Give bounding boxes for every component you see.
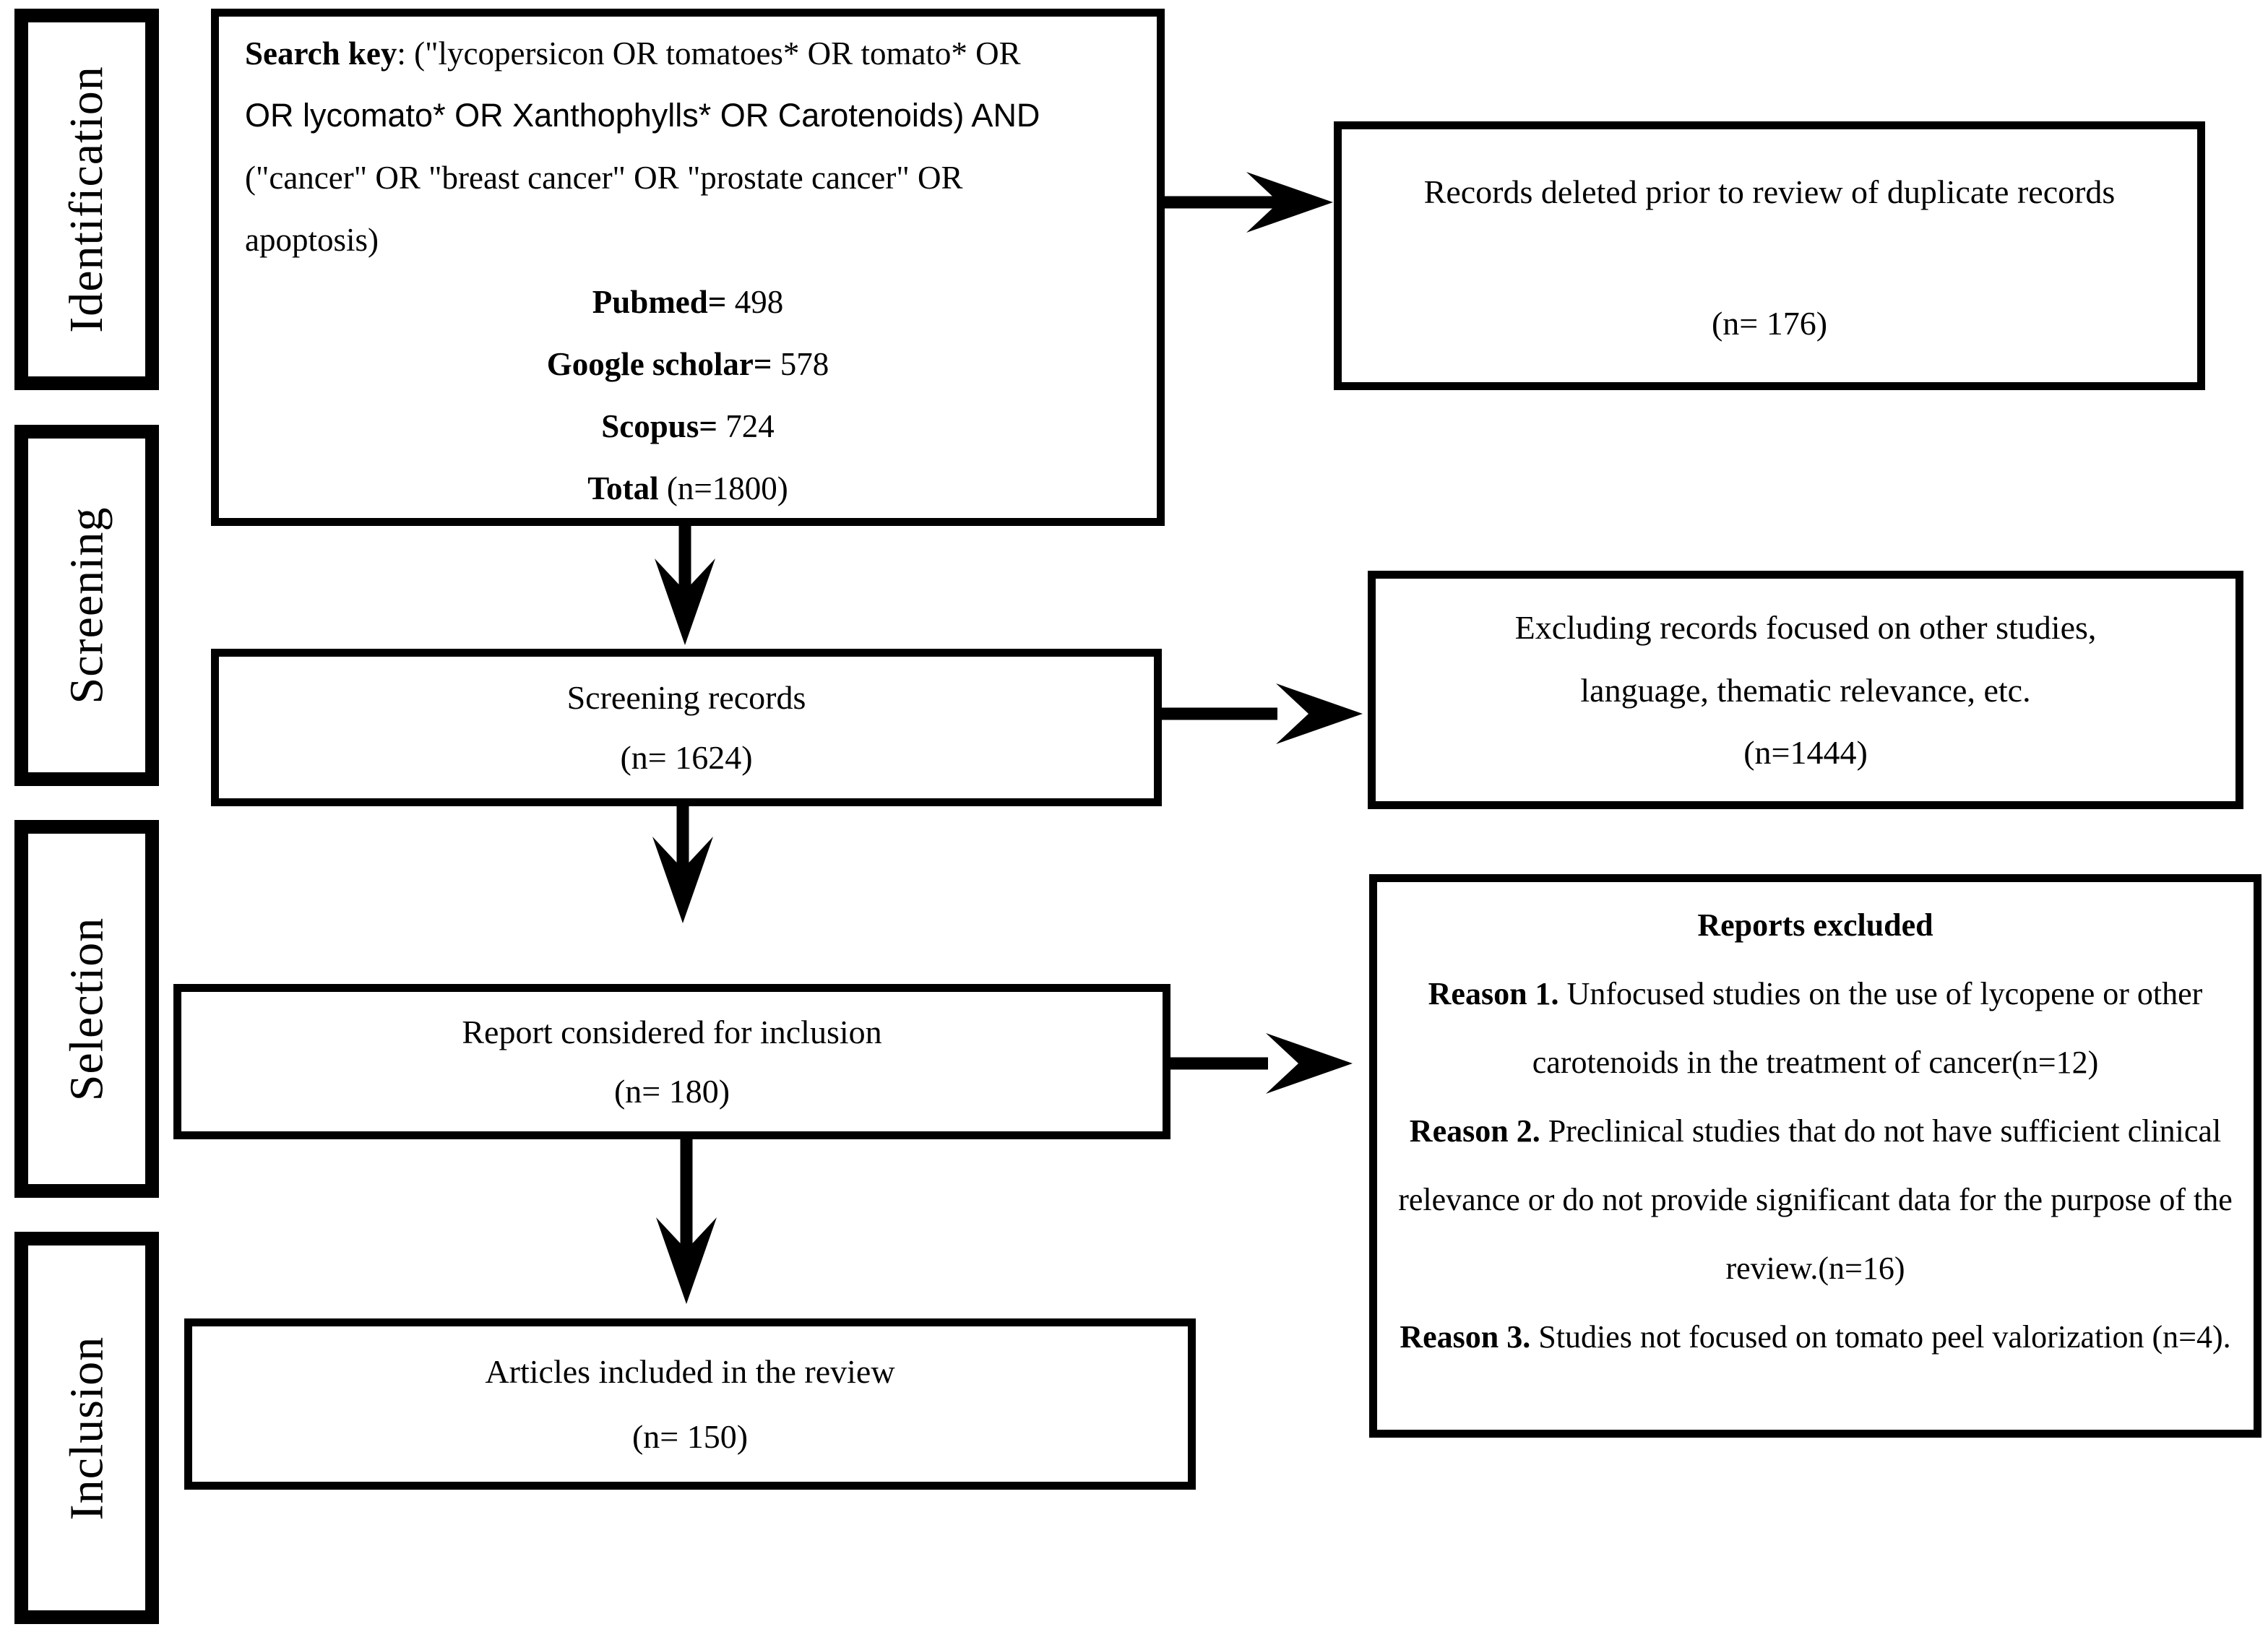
excluded-records-count: (n=1444) xyxy=(1743,733,1868,771)
records-deleted-count: (n= 176) xyxy=(1711,305,1828,342)
arrow-search-to-screening xyxy=(655,524,715,645)
stage-box-identification: Identification xyxy=(14,9,159,390)
articles-included-box: Articles included in the review (n= 150) xyxy=(184,1318,1196,1490)
source-line-google-scholar: Google scholar= 578 xyxy=(546,346,829,382)
stage-box-inclusion: Inclusion xyxy=(14,1232,159,1624)
records-deleted-text: Records deleted prior to review of dupli… xyxy=(1423,173,2116,210)
excluded-records-box: Excluding records focused on other studi… xyxy=(1368,571,2243,809)
reports-excluded-title: Reports excluded xyxy=(1697,907,1933,943)
source-line-scopus: Scopus= 724 xyxy=(601,408,775,444)
screening-records-text: Screening records xyxy=(566,679,806,716)
arrow-search-to-records-deleted xyxy=(1162,172,1333,233)
arrow-report-to-reports-excluded xyxy=(1166,1033,1353,1094)
arrow-report-to-articles xyxy=(656,1138,717,1304)
screening-records-box: Screening records (n= 1624) xyxy=(211,649,1162,806)
articles-included-text: Articles included in the review xyxy=(485,1353,895,1391)
exclusion-reason-2: Reason 2. Preclinical studies that do no… xyxy=(1398,1113,2233,1286)
search-key-line-4: apoptosis) xyxy=(245,222,379,258)
stage-label-selection: Selection xyxy=(60,917,113,1101)
stage-label-screening: Screening xyxy=(60,506,113,704)
excluded-records-line-2: language, thematic relevance, etc. xyxy=(1580,671,2031,709)
search-key-label: Search key xyxy=(245,35,397,72)
source-line-pubmed: Pubmed= 498 xyxy=(592,284,784,320)
search-key-line-1: Search key: ("lycopersicon OR tomatoes* … xyxy=(245,35,1021,72)
exclusion-reason-1: Reason 1. Unfocused studies on the use o… xyxy=(1428,976,2203,1080)
search-strategy-box: Search key: ("lycopersicon OR tomatoes* … xyxy=(211,9,1165,526)
reports-excluded-box: Reports excluded Reason 1. Unfocused stu… xyxy=(1369,874,2261,1438)
screening-records-count: (n= 1624) xyxy=(620,739,753,776)
records-deleted-box: Records deleted prior to review of dupli… xyxy=(1334,121,2205,390)
source-line-total: Total (n=1800) xyxy=(587,470,788,506)
excluded-records-line-1: Excluding records focused on other studi… xyxy=(1514,609,2097,647)
arrow-screening-to-report xyxy=(652,803,713,923)
search-key-line-3: ("cancer" OR "breast cancer" OR "prostat… xyxy=(245,160,963,196)
articles-included-count: (n= 150) xyxy=(631,1417,749,1455)
report-considered-count: (n= 180) xyxy=(613,1073,730,1110)
report-considered-box: Report considered for inclusion (n= 180) xyxy=(173,984,1170,1139)
stage-label-identification: Identification xyxy=(60,66,113,333)
arrow-screening-to-excluded xyxy=(1159,683,1363,744)
search-key-line-2: OR lycomato* OR Xanthophylls* OR Caroten… xyxy=(245,97,1040,134)
stage-box-screening: Screening xyxy=(14,425,159,786)
exclusion-reason-3: Reason 3. Studies not focused on tomato … xyxy=(1400,1319,2231,1355)
stage-label-inclusion: Inclusion xyxy=(60,1336,113,1520)
report-considered-text: Report considered for inclusion xyxy=(462,1014,882,1050)
stage-box-selection: Selection xyxy=(14,820,159,1198)
